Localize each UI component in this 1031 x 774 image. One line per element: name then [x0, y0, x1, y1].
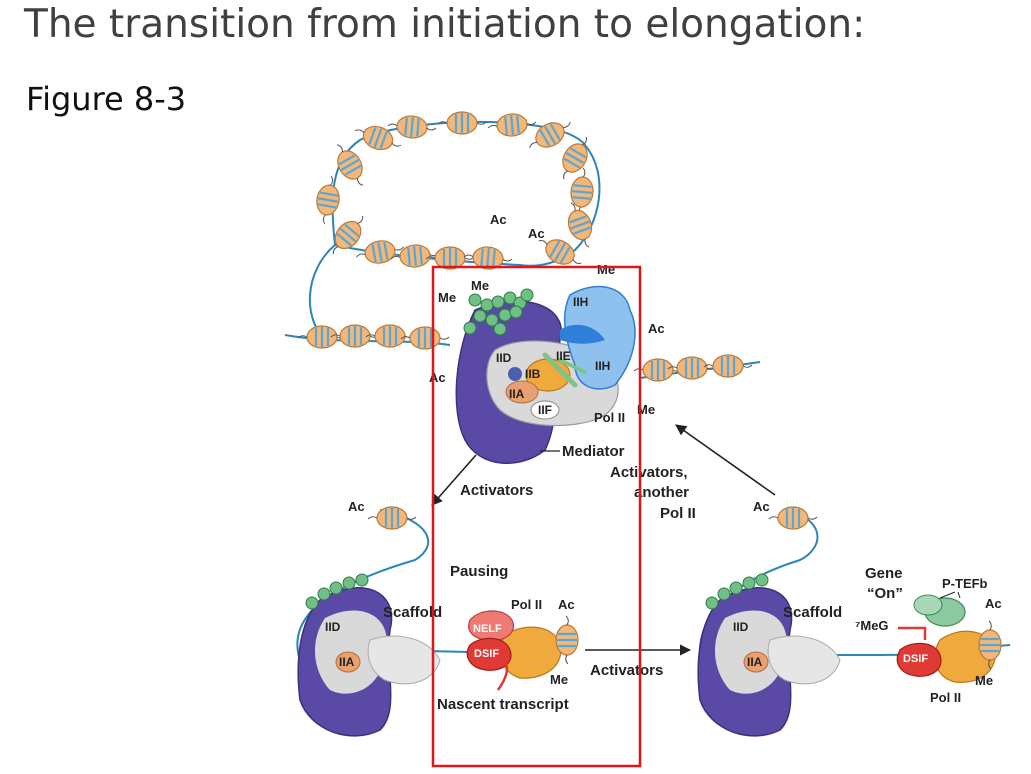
- preinitiation-complex: Me Me Me Ac Ac Me IIH IIH IID IIB IIA II…: [284, 262, 761, 465]
- iid-label: IID: [733, 620, 749, 634]
- dsif-label: DSIF: [903, 653, 928, 665]
- nascent-transcript-line: [496, 659, 509, 691]
- highlight-box: [431, 265, 642, 768]
- nucleosome: [702, 353, 754, 379]
- me-label: Me: [597, 262, 615, 277]
- nelf-label: NELF: [473, 623, 502, 635]
- ptefb-label: P-TEFb: [942, 576, 988, 591]
- activators-label: Activators: [590, 662, 663, 679]
- chromatin-loop: Ac Ac: [309, 110, 601, 346]
- nascent-transcript-label: Nascent transcript: [437, 696, 569, 713]
- figure-label: Figure 8-3: [26, 80, 187, 118]
- ac-label: Ac: [985, 596, 1002, 611]
- me-label: Me: [438, 290, 456, 305]
- nucleosome: [329, 323, 381, 349]
- nucleosome: [399, 325, 451, 351]
- ac-label: Ac: [348, 499, 365, 514]
- ac-label: Ac: [429, 370, 446, 385]
- iia-label: IIA: [339, 655, 355, 669]
- nucleosome: [567, 166, 597, 218]
- nucleosome: [386, 112, 438, 142]
- iia-shape: [505, 380, 539, 404]
- ac-label: Ac: [490, 212, 507, 227]
- activators-another-line3: Pol II: [660, 505, 696, 522]
- activators-label: Activators: [460, 482, 533, 499]
- nucleosome: [389, 241, 441, 271]
- iif-shape: [530, 400, 560, 420]
- activator-beads: [705, 573, 769, 610]
- activators-another-line2: another: [634, 484, 689, 501]
- ac-label: Ac: [558, 597, 575, 612]
- activator-beads: [463, 288, 534, 336]
- pol2-label: Pol II: [930, 690, 961, 705]
- me-label: Me: [471, 278, 489, 293]
- nucleosome: [311, 173, 345, 227]
- ac-label: Ac: [648, 321, 665, 336]
- activator-beads: [305, 573, 369, 610]
- nucleosome: [353, 235, 407, 269]
- elongating-complex: Ac IID IIA Scaffold Gene “On” P-TEFb Ac …: [697, 499, 1011, 737]
- pausing-label: Pausing: [450, 563, 508, 580]
- dsif-label: DSIF: [474, 648, 499, 660]
- me-label: Me: [975, 673, 993, 688]
- iie-label: IIE: [556, 349, 571, 363]
- pol2-label: Pol II: [511, 597, 542, 612]
- nucleosome: [364, 323, 416, 349]
- iie-shape: [508, 367, 522, 381]
- scaffold-label: Scaffold: [383, 604, 442, 621]
- activators-another-line1: Activators,: [610, 464, 688, 481]
- iia-label: IIA: [509, 387, 525, 401]
- scaffold-label: Scaffold: [783, 604, 842, 621]
- iia-label: IIA: [747, 655, 763, 669]
- slide-title: The transition from initiation to elonga…: [24, 2, 866, 47]
- nucleosome: [767, 505, 819, 531]
- iih-label: IIH: [573, 295, 588, 309]
- dsif-shape: [466, 637, 512, 671]
- ac-label: Ac: [528, 226, 545, 241]
- scaffold-iia: [335, 651, 361, 673]
- iib-label: IIB: [525, 367, 541, 381]
- me-label: Me: [550, 672, 568, 687]
- scaffold-iid: [714, 610, 787, 694]
- dsif-shape: [896, 642, 942, 677]
- iid-label: IID: [496, 351, 512, 365]
- meg-label: ⁷MeG: [855, 618, 889, 633]
- nucleosome: [486, 110, 538, 140]
- gene-on-line1: Gene: [865, 565, 903, 582]
- arrow-to-pausing: [431, 454, 477, 506]
- scaffold-iia: [743, 651, 769, 673]
- nelf-shape: [468, 610, 514, 641]
- ac-label: Ac: [753, 499, 770, 514]
- iif-label: IIF: [538, 403, 552, 417]
- me-label: Me: [637, 402, 655, 417]
- paused-complex: Ac IID IIA Scaffold Pausing NELF DSIF Po…: [296, 499, 580, 737]
- gene-on-line2: “On”: [867, 585, 903, 602]
- mediator-label: Mediator: [562, 443, 625, 460]
- arrow-to-reinitiation: [675, 424, 776, 496]
- iid-label: IID: [325, 620, 341, 634]
- iih-label: IIH: [595, 359, 610, 373]
- pol2-label: Pol II: [594, 410, 625, 425]
